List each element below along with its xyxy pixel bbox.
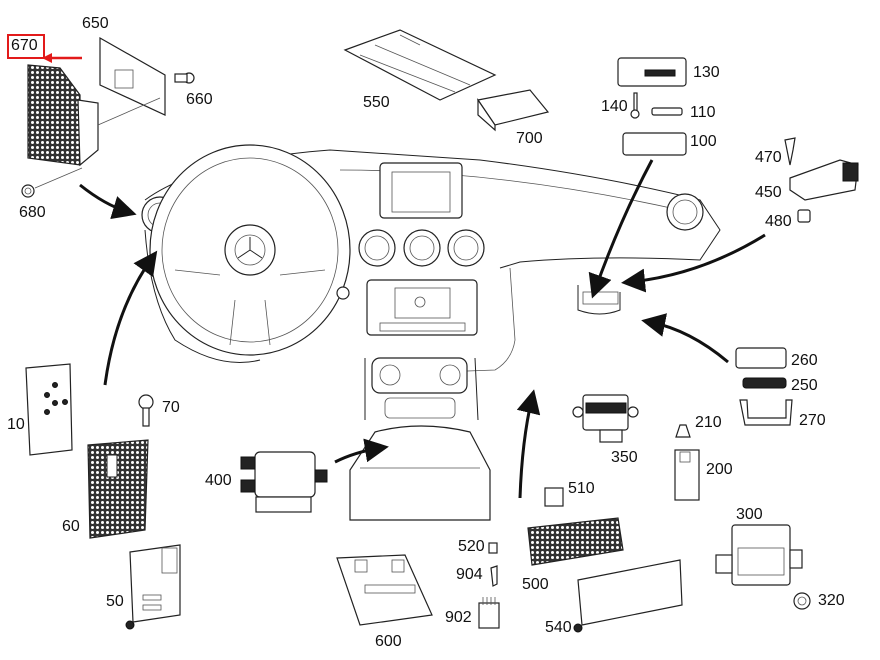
part-550-drawing[interactable]: [343, 29, 497, 101]
label-300[interactable]: 300: [736, 506, 763, 523]
label-450[interactable]: 450: [755, 184, 782, 201]
part-260-drawing[interactable]: [735, 347, 787, 369]
leader-lines: [34, 97, 161, 189]
label-480[interactable]: 480: [765, 213, 792, 230]
label-100[interactable]: 100: [690, 133, 717, 150]
part-480-drawing[interactable]: [797, 209, 811, 223]
part-140-drawing[interactable]: [630, 92, 640, 119]
label-510[interactable]: 510: [568, 480, 595, 497]
label-250[interactable]: 250: [791, 377, 818, 394]
label-650[interactable]: 650: [82, 15, 109, 32]
label-400[interactable]: 400: [205, 472, 232, 489]
label-50[interactable]: 50: [106, 593, 124, 610]
label-670[interactable]: 670: [11, 37, 38, 54]
label-70[interactable]: 70: [162, 399, 180, 416]
label-140[interactable]: 140: [601, 98, 628, 115]
label-60[interactable]: 60: [62, 518, 80, 535]
label-200[interactable]: 200: [706, 461, 733, 478]
label-210[interactable]: 210: [695, 414, 722, 431]
part-270-drawing[interactable]: [739, 399, 793, 426]
part-700-drawing[interactable]: [476, 89, 550, 132]
part-70-drawing[interactable]: [138, 394, 154, 427]
part-100-drawing[interactable]: [622, 132, 687, 156]
label-10[interactable]: 10: [7, 416, 25, 433]
part-520-drawing[interactable]: [488, 542, 498, 554]
part-680-drawing[interactable]: [21, 184, 35, 198]
part-110-drawing[interactable]: [651, 107, 683, 116]
label-902[interactable]: 902: [445, 609, 472, 626]
label-520[interactable]: 520: [458, 538, 485, 555]
label-680[interactable]: 680: [19, 204, 46, 221]
part-320-drawing[interactable]: [793, 592, 811, 610]
part-470-drawing[interactable]: [784, 137, 796, 166]
label-130[interactable]: 130: [693, 64, 720, 81]
label-270[interactable]: 270: [799, 412, 826, 429]
part-210-drawing[interactable]: [675, 424, 691, 438]
part-660-drawing[interactable]: [174, 72, 195, 84]
label-660[interactable]: 660: [186, 91, 213, 108]
label-700[interactable]: 700: [516, 130, 543, 147]
part-904-drawing[interactable]: [490, 565, 498, 587]
highlight-arrow-icon: [42, 53, 82, 63]
part-10-drawing[interactable]: [25, 363, 73, 456]
label-904[interactable]: 904: [456, 566, 483, 583]
highlight-box: [7, 34, 45, 59]
label-350[interactable]: 350: [611, 449, 638, 466]
label-260[interactable]: 260: [791, 352, 818, 369]
part-50-drawing[interactable]: [125, 544, 181, 630]
part-450-drawing[interactable]: [789, 159, 859, 201]
part-300-drawing[interactable]: [715, 524, 803, 586]
part-200-drawing[interactable]: [674, 449, 700, 501]
part-600-drawing[interactable]: [336, 554, 433, 626]
part-350-drawing[interactable]: [572, 394, 639, 443]
part-500-drawing[interactable]: [527, 517, 624, 566]
label-550[interactable]: 550: [363, 94, 390, 111]
part-650-drawing[interactable]: [99, 36, 166, 116]
label-600[interactable]: 600: [375, 633, 402, 650]
part-510-drawing[interactable]: [544, 487, 564, 507]
label-320[interactable]: 320: [818, 592, 845, 609]
label-110[interactable]: 110: [690, 104, 716, 121]
part-60-drawing[interactable]: [87, 439, 149, 539]
label-540[interactable]: 540: [545, 619, 572, 636]
part-902-drawing[interactable]: [478, 597, 500, 629]
part-250-drawing[interactable]: [742, 377, 787, 389]
arrows: [79, 159, 766, 499]
part-400-drawing[interactable]: [240, 451, 328, 513]
part-130-drawing[interactable]: [617, 57, 687, 87]
label-500[interactable]: 500: [522, 576, 549, 593]
part-540-drawing[interactable]: [573, 559, 683, 633]
label-470[interactable]: 470: [755, 149, 782, 166]
part-670-drawing[interactable]: [27, 64, 99, 167]
dashboard-illustration: [141, 144, 721, 521]
